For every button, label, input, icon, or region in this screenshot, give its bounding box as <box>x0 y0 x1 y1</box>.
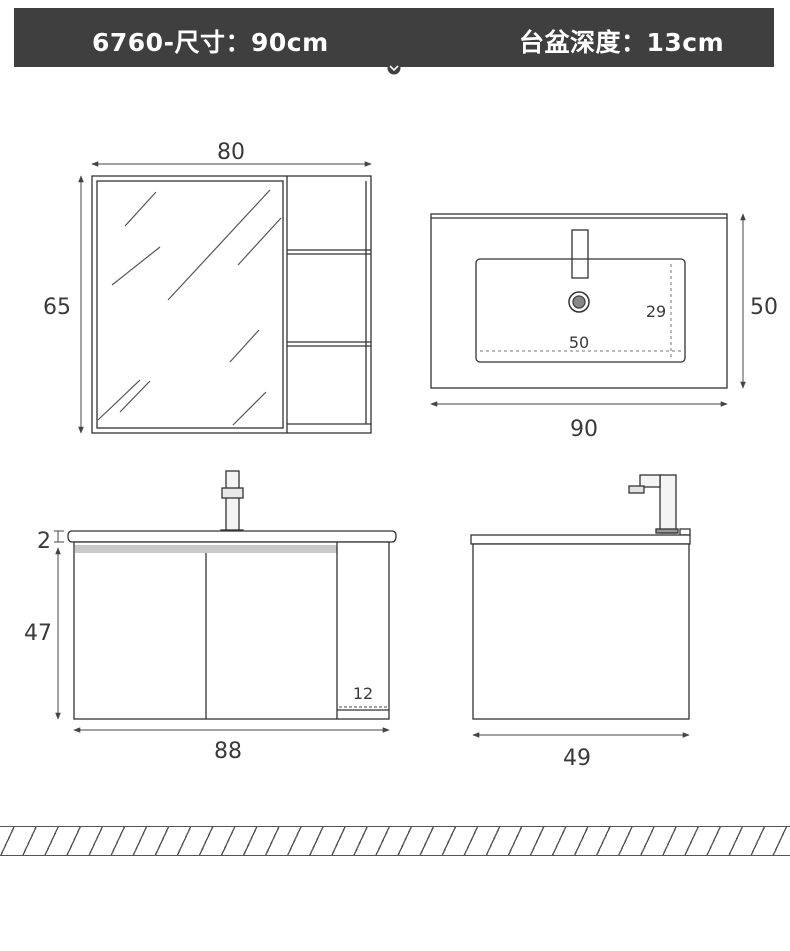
product-size-title: 6760-尺寸：90cm <box>92 28 329 57</box>
basin-top-view-drawing <box>430 213 728 389</box>
countertop-thickness-label: 2 <box>37 529 51 554</box>
basin-width-label: 90 <box>570 417 598 442</box>
cabinet-height-dimension: 47 <box>24 547 61 720</box>
side-shelf-width-label: 12 <box>353 684 373 703</box>
header-banner: 6760-尺寸：90cm 台盆深度：13cm <box>14 8 774 67</box>
bowl-depth-label: 29 <box>646 302 666 321</box>
vanity-side-view-drawing <box>470 474 691 720</box>
mirror-width-dimension: 80 <box>91 140 372 167</box>
side-shelf-dimension: 12 <box>339 684 387 708</box>
mirror-cabinet-drawing <box>91 175 372 434</box>
basin-depth-label: 50 <box>750 295 778 320</box>
countertop-thickness-dimension: 2 <box>37 529 64 554</box>
basin-depth-dimension: 50 <box>740 213 778 389</box>
bowl-dimensions <box>480 264 682 358</box>
decorative-stripe-divider <box>0 826 790 856</box>
mirror-width-label: 80 <box>217 140 245 165</box>
bowl-width-label: 50 <box>569 333 589 352</box>
vanity-width-dimension: 88 <box>73 727 390 764</box>
basin-width-dimension: 90 <box>430 401 728 442</box>
chevron-down-icon[interactable] <box>386 61 402 75</box>
basin-depth-title: 台盆深度：13cm <box>519 28 725 57</box>
vanity-width-label: 88 <box>214 739 242 764</box>
mirror-height-label: 65 <box>43 295 71 320</box>
vanity-depth-label: 49 <box>563 746 591 771</box>
cabinet-height-label: 47 <box>24 621 52 646</box>
vanity-front-view-drawing <box>67 470 397 720</box>
mirror-height-dimension: 65 <box>43 175 84 434</box>
vanity-depth-dimension: 49 <box>472 732 690 771</box>
